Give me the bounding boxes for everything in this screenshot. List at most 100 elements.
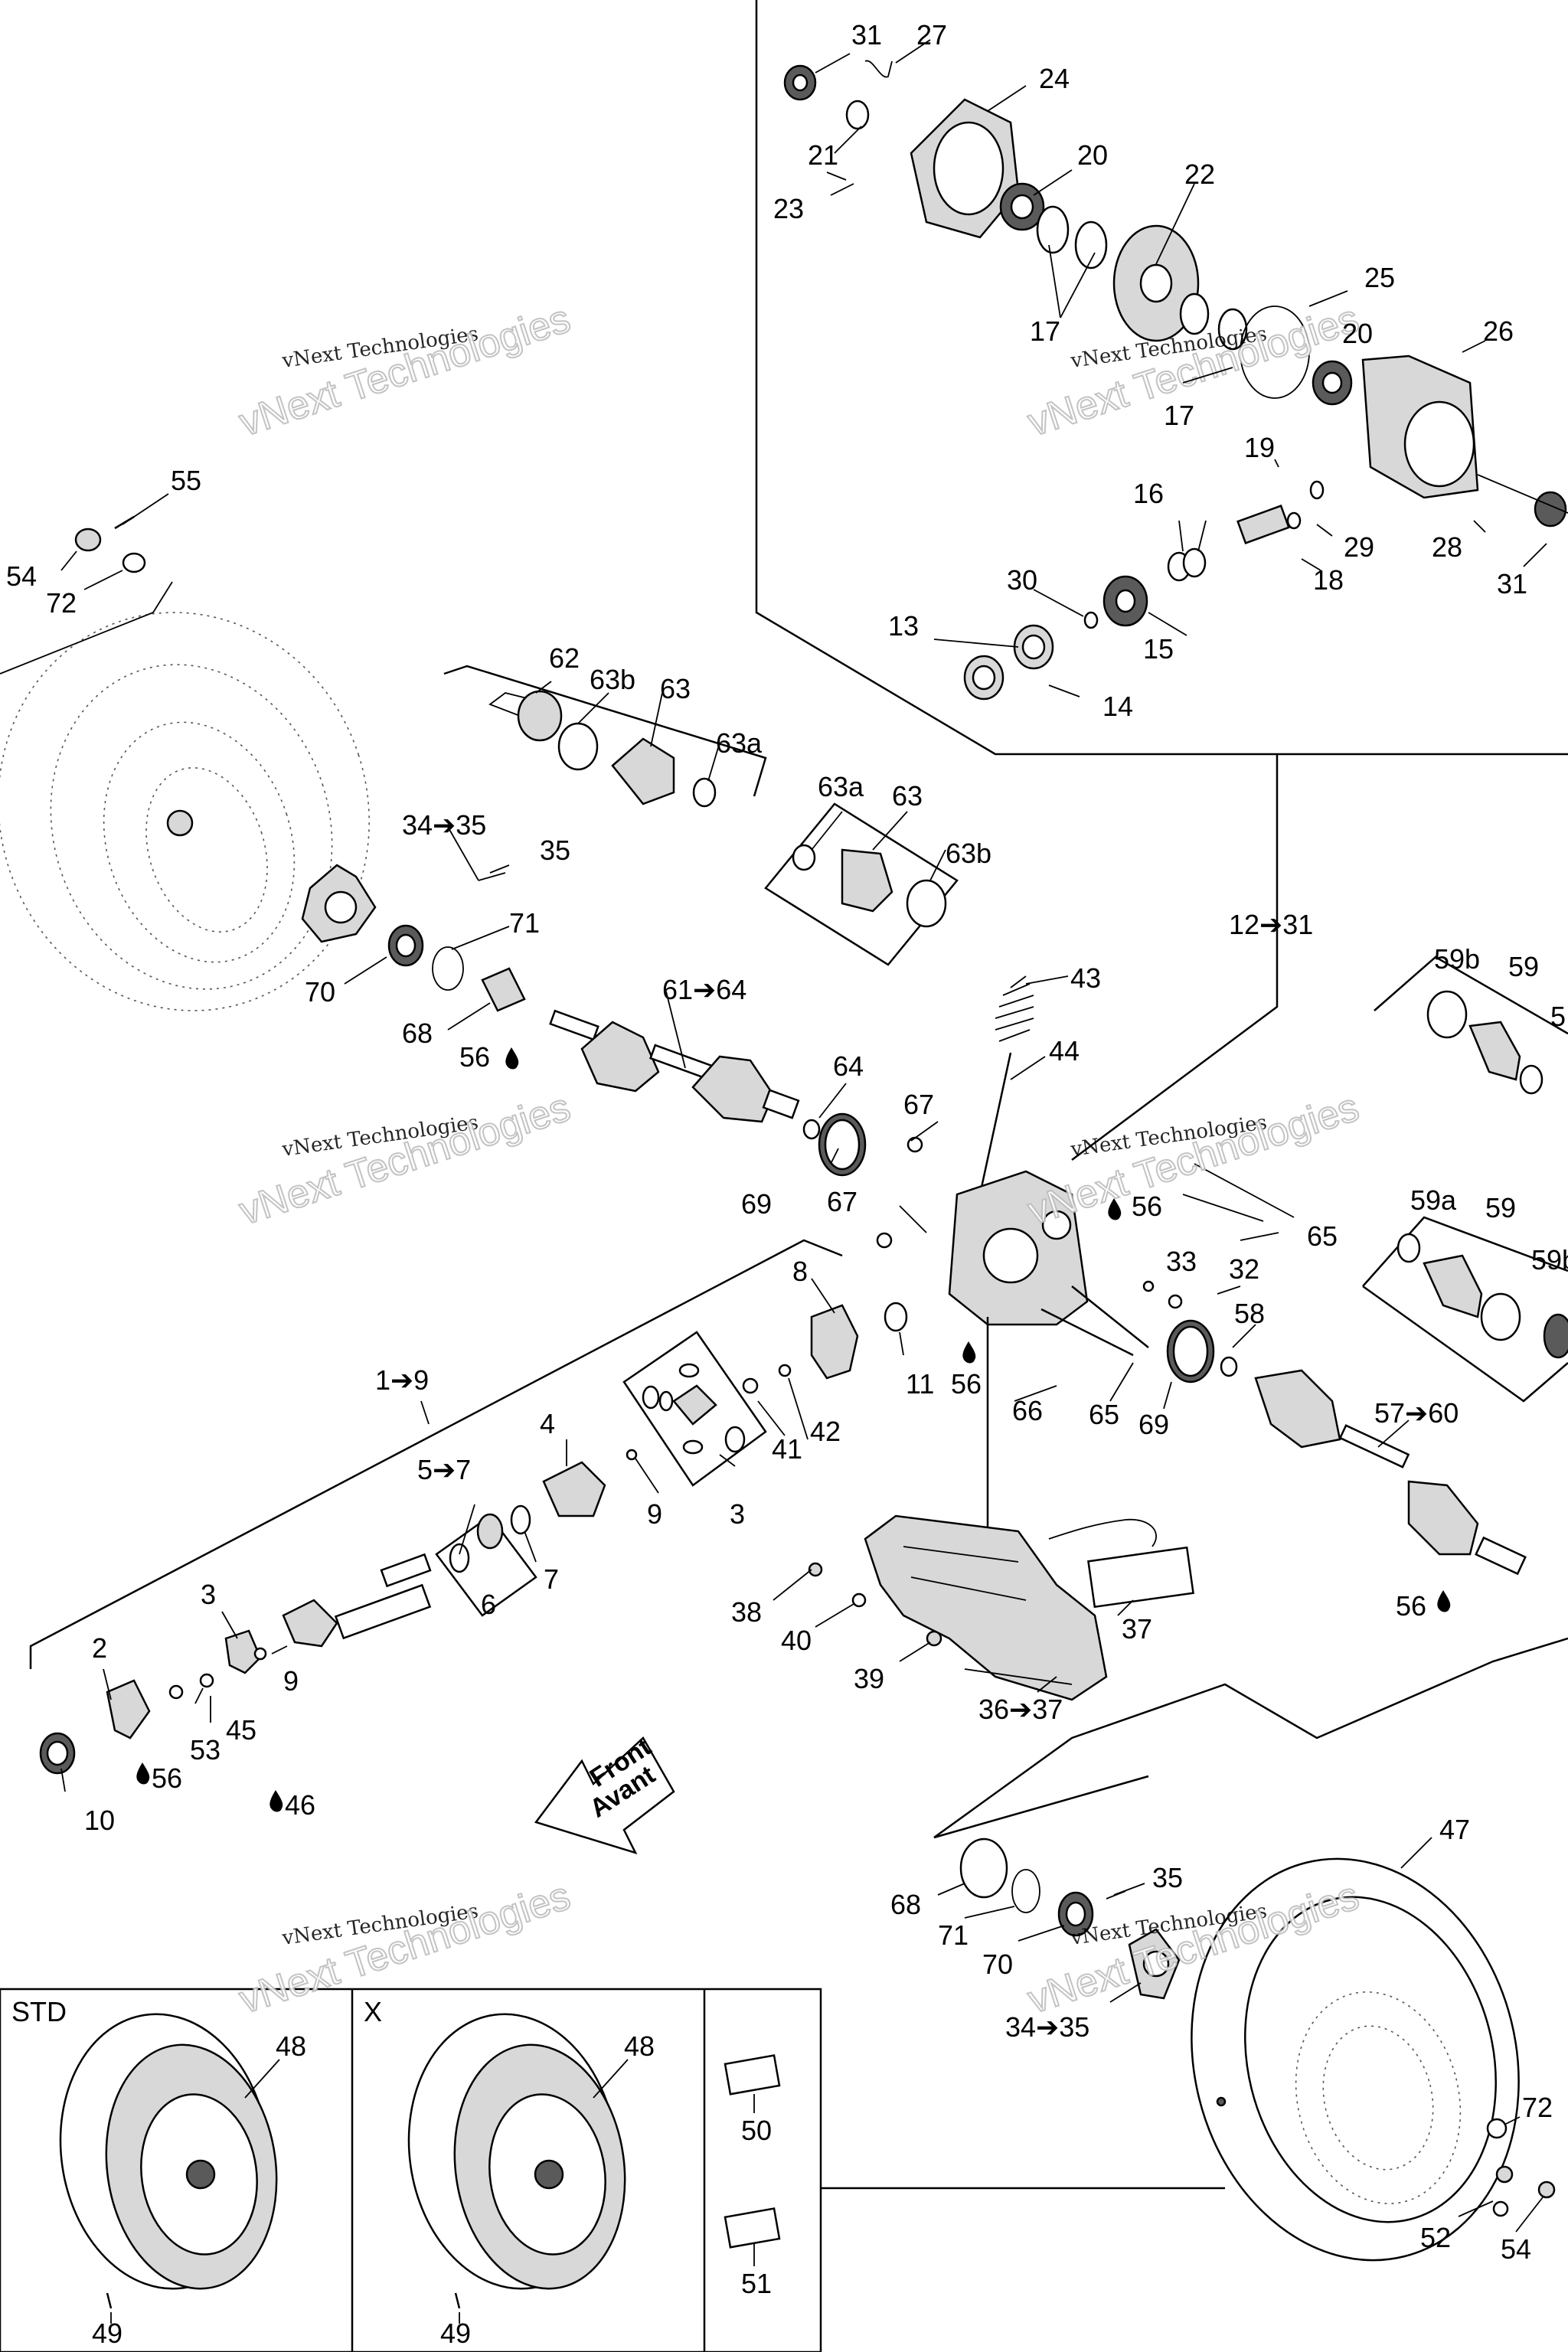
callout-43: 43 — [1070, 962, 1101, 994]
callout-52: 52 — [1420, 2222, 1451, 2253]
callout-9: 9 — [647, 1498, 662, 1530]
callout-21: 21 — [808, 139, 838, 171]
callout-26: 26 — [1483, 315, 1514, 347]
axle-59b-group-box — [1362, 1216, 1568, 1403]
callout-59a: 59a — [1410, 1184, 1457, 1216]
axle-59-group-box — [1374, 956, 1568, 1035]
callout-41: 41 — [772, 1433, 802, 1465]
callout-50: 50 — [741, 2115, 772, 2146]
rear-tire-left — [0, 581, 370, 1011]
callout-28: 28 — [1432, 531, 1462, 563]
callout-33: 33 — [1166, 1246, 1197, 1277]
oil-drop-icon — [1108, 1198, 1122, 1220]
oil-drop-icons — [136, 1047, 1451, 1812]
callout-44: 44 — [1049, 1035, 1080, 1067]
decal-50 — [724, 2054, 781, 2096]
callout-11: 11 — [906, 1368, 934, 1400]
callout-4: 4 — [540, 1408, 555, 1439]
callout-35: 35 — [540, 835, 570, 866]
legend-std-label: STD — [11, 1996, 67, 2027]
callout-38: 38 — [731, 1596, 762, 1628]
callout-63b: 63b — [590, 664, 635, 695]
callout-72: 72 — [46, 587, 77, 619]
callout-70: 70 — [982, 1949, 1013, 1980]
callout-63b: 63b — [946, 838, 991, 869]
front-wheel-right — [959, 1838, 1556, 2262]
callout-51: 51 — [741, 2268, 772, 2299]
callout-9: 9 — [283, 1665, 299, 1697]
callout-6: 6 — [481, 1589, 496, 1620]
callout-58: 58 — [1234, 1298, 1265, 1329]
rear-axle-left — [488, 690, 947, 1177]
callout-45: 45 — [226, 1714, 256, 1746]
left-hub-parts — [74, 515, 526, 1012]
callout-61-64: 61➔64 — [662, 974, 746, 1005]
callout-17: 17 — [1030, 315, 1060, 347]
callout-63: 63 — [892, 780, 923, 812]
callout-69: 69 — [741, 1188, 772, 1220]
callout-labels: 31 27 24 21 20 23 22 17 25 20 26 17 19 1… — [6, 19, 1568, 2349]
callout-48: 48 — [624, 2030, 655, 2062]
callout-29: 29 — [1344, 531, 1374, 563]
callout-72: 72 — [1522, 2092, 1553, 2123]
callout-59b: 59b — [1531, 1244, 1568, 1276]
oil-drop-icon — [270, 1790, 283, 1812]
oil-drop-icon — [962, 1341, 976, 1364]
callout-25: 25 — [1364, 262, 1395, 293]
callout-57-60: 57➔60 — [1374, 1397, 1459, 1429]
callout-8: 8 — [792, 1256, 808, 1287]
callout-48: 48 — [276, 2030, 306, 2062]
callout-56: 56 — [1132, 1191, 1162, 1222]
callout-39: 39 — [854, 1663, 884, 1694]
callout-12-31: 12➔31 — [1229, 909, 1313, 940]
callout-1-9: 1➔9 — [375, 1364, 429, 1396]
drive-shaft-parts — [39, 1302, 908, 1775]
callout-17: 17 — [1164, 400, 1194, 431]
callout-63: 63 — [660, 673, 691, 704]
callout-49: 49 — [440, 2318, 471, 2349]
callout-69: 69 — [1138, 1409, 1169, 1440]
callout-71: 71 — [509, 907, 540, 939]
callout-66: 66 — [1012, 1395, 1043, 1426]
callout-54: 54 — [6, 560, 37, 592]
callout-56: 56 — [459, 1041, 490, 1073]
callout-63a: 63a — [818, 771, 864, 802]
oil-drop-icon — [136, 1762, 150, 1785]
ujoint-cross — [642, 1363, 746, 1455]
propshaft-group-frame — [29, 1239, 843, 1669]
callout-68: 68 — [402, 1018, 433, 1049]
callout-55: 55 — [171, 465, 201, 496]
callout-2: 2 — [92, 1632, 107, 1664]
axle-63-group-box — [443, 665, 767, 797]
callout-32: 32 — [1229, 1253, 1259, 1285]
watermark-5: vNext Technologies vNext Technologies — [234, 1873, 577, 2023]
legend-x-label: X — [364, 1996, 382, 2027]
callout-65: 65 — [1307, 1220, 1338, 1252]
front-direction-arrow: Front Avant — [534, 1733, 675, 1855]
oil-drop-icon — [1437, 1590, 1451, 1612]
callout-22: 22 — [1184, 158, 1215, 190]
callout-59: 59 — [1485, 1192, 1516, 1223]
callout-15: 15 — [1143, 633, 1174, 665]
callout-64: 64 — [833, 1050, 864, 1082]
wheel-legend-panels — [0, 1988, 1225, 2352]
callout-20: 20 — [1342, 318, 1373, 349]
callout-35: 35 — [1152, 1862, 1183, 1893]
callout-59b: 59b — [1434, 943, 1480, 975]
callout-27: 27 — [916, 19, 947, 51]
callout-71: 71 — [938, 1919, 969, 1951]
callout-3: 3 — [201, 1579, 216, 1610]
callout-31: 31 — [1497, 568, 1527, 599]
callout-18: 18 — [1313, 564, 1344, 596]
callout-68: 68 — [890, 1889, 921, 1920]
rim-x — [407, 2013, 626, 2309]
axle-63b-group-box — [764, 802, 959, 966]
callout-40: 40 — [781, 1625, 812, 1656]
callout-63a: 63a — [716, 727, 763, 759]
callout-59: 59 — [1508, 951, 1539, 982]
callout-34-35: 34➔35 — [1005, 2011, 1089, 2043]
callout-31: 31 — [851, 19, 882, 51]
callout-20: 20 — [1077, 139, 1108, 171]
callout-47: 47 — [1439, 1814, 1470, 1845]
guard-group-frame — [933, 1637, 1568, 1839]
